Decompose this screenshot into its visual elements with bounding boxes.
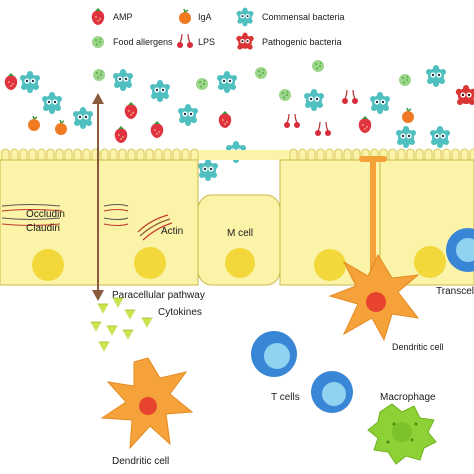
nucleus xyxy=(414,246,446,278)
legend-food-allergens-label: Food allergens xyxy=(113,37,173,47)
legend-lps-label: LPS xyxy=(198,37,215,47)
nucleus xyxy=(225,248,255,278)
pathogenic-bacteria-icon xyxy=(236,32,254,50)
nucleus xyxy=(32,249,64,281)
commensal-bacterium xyxy=(370,92,390,114)
dendritic-nucleus xyxy=(139,397,157,415)
epithelium: Occludin Claudin Actin M cell xyxy=(0,148,474,286)
t-cell-1 xyxy=(251,331,297,377)
legend-amp-label: AMP xyxy=(113,12,133,22)
commensal-bacterium xyxy=(426,65,446,87)
food-allergen xyxy=(93,69,105,81)
transcellular-cell xyxy=(446,228,474,272)
t-cell-2 xyxy=(311,371,353,413)
microvilli xyxy=(0,150,474,160)
cytokines xyxy=(90,297,153,352)
cytokine xyxy=(97,303,109,314)
commensal-bacterium xyxy=(42,92,62,114)
commensal-bacterium xyxy=(20,71,40,93)
cytokine xyxy=(112,297,124,308)
dendritic-cell-left xyxy=(100,357,194,450)
legend: AMP IgA Commensal bacteria Food allergen… xyxy=(91,7,345,50)
lps-molecule xyxy=(283,113,301,129)
paracellular-arrow xyxy=(92,93,104,301)
nucleus xyxy=(134,247,166,279)
legend-pathogenic-label: Pathogenic bacteria xyxy=(262,37,342,47)
food-allergen-icon xyxy=(92,36,104,48)
amp-peptide xyxy=(218,111,232,128)
actin-filaments xyxy=(137,214,173,241)
iga-antibody xyxy=(54,119,68,136)
commensal-bacteria-icon xyxy=(236,7,254,27)
dendritic-cell-right-label: Dendritic cell xyxy=(392,342,444,352)
lps-molecule xyxy=(341,89,359,105)
commensal-bacterium xyxy=(304,89,324,111)
lps-icon xyxy=(176,33,194,49)
food-allergen xyxy=(279,89,291,101)
commensal-bacterium xyxy=(198,159,218,181)
commensal-bacterium xyxy=(217,71,237,93)
cytokine xyxy=(106,325,118,336)
cytokine xyxy=(141,317,153,328)
pathogenic-bacterium xyxy=(455,85,474,105)
food-allergen xyxy=(399,74,411,86)
dendritic-cell-right xyxy=(328,156,420,342)
amp-peptide xyxy=(358,116,372,133)
cytokine xyxy=(124,309,136,320)
commensal-bacterium xyxy=(178,104,198,126)
amp-peptide xyxy=(114,126,128,143)
amp-peptide xyxy=(4,73,18,90)
commensal-bacterium xyxy=(430,126,450,148)
macrophage-label: Macrophage xyxy=(380,392,436,403)
lps-molecule xyxy=(314,121,332,137)
legend-iga-label: IgA xyxy=(198,12,212,22)
dendritic-nucleus xyxy=(366,292,386,312)
transcellular-label: Transcell xyxy=(436,286,474,297)
commensal-bacterium xyxy=(396,126,416,148)
iga-icon xyxy=(178,8,192,25)
commensal-bacterium xyxy=(73,107,93,129)
commensal-bacterium xyxy=(150,80,170,102)
paracellular-pathway-label: Paracellular pathway xyxy=(112,290,205,301)
nucleus xyxy=(314,249,346,281)
amp-peptide xyxy=(124,102,138,119)
food-allergen xyxy=(312,60,324,72)
claudin-label: Claudin xyxy=(26,223,60,234)
macrophage xyxy=(367,403,437,465)
cytokine xyxy=(122,329,134,340)
commensal-bacterium xyxy=(113,69,133,91)
epithelial-cell xyxy=(379,159,474,286)
tight-junction-strands xyxy=(1,203,129,227)
amp-icon xyxy=(91,8,105,25)
legend-commensal-label: Commensal bacteria xyxy=(262,12,345,22)
cytokine xyxy=(98,341,110,352)
occludin-label: Occludin xyxy=(26,209,65,220)
dendritic-cell-left-label: Dendritic cell xyxy=(112,456,169,467)
food-allergen xyxy=(196,78,208,90)
iga-antibody xyxy=(401,107,415,124)
iga-antibody xyxy=(27,115,41,132)
food-allergen xyxy=(255,67,267,79)
m-cell-label: M cell xyxy=(227,228,253,239)
cytokines-label: Cytokines xyxy=(158,307,202,318)
amp-peptide xyxy=(150,121,164,138)
t-cells-label: T cells xyxy=(271,392,300,403)
actin-label: Actin xyxy=(161,226,183,237)
cytokine xyxy=(90,321,102,332)
